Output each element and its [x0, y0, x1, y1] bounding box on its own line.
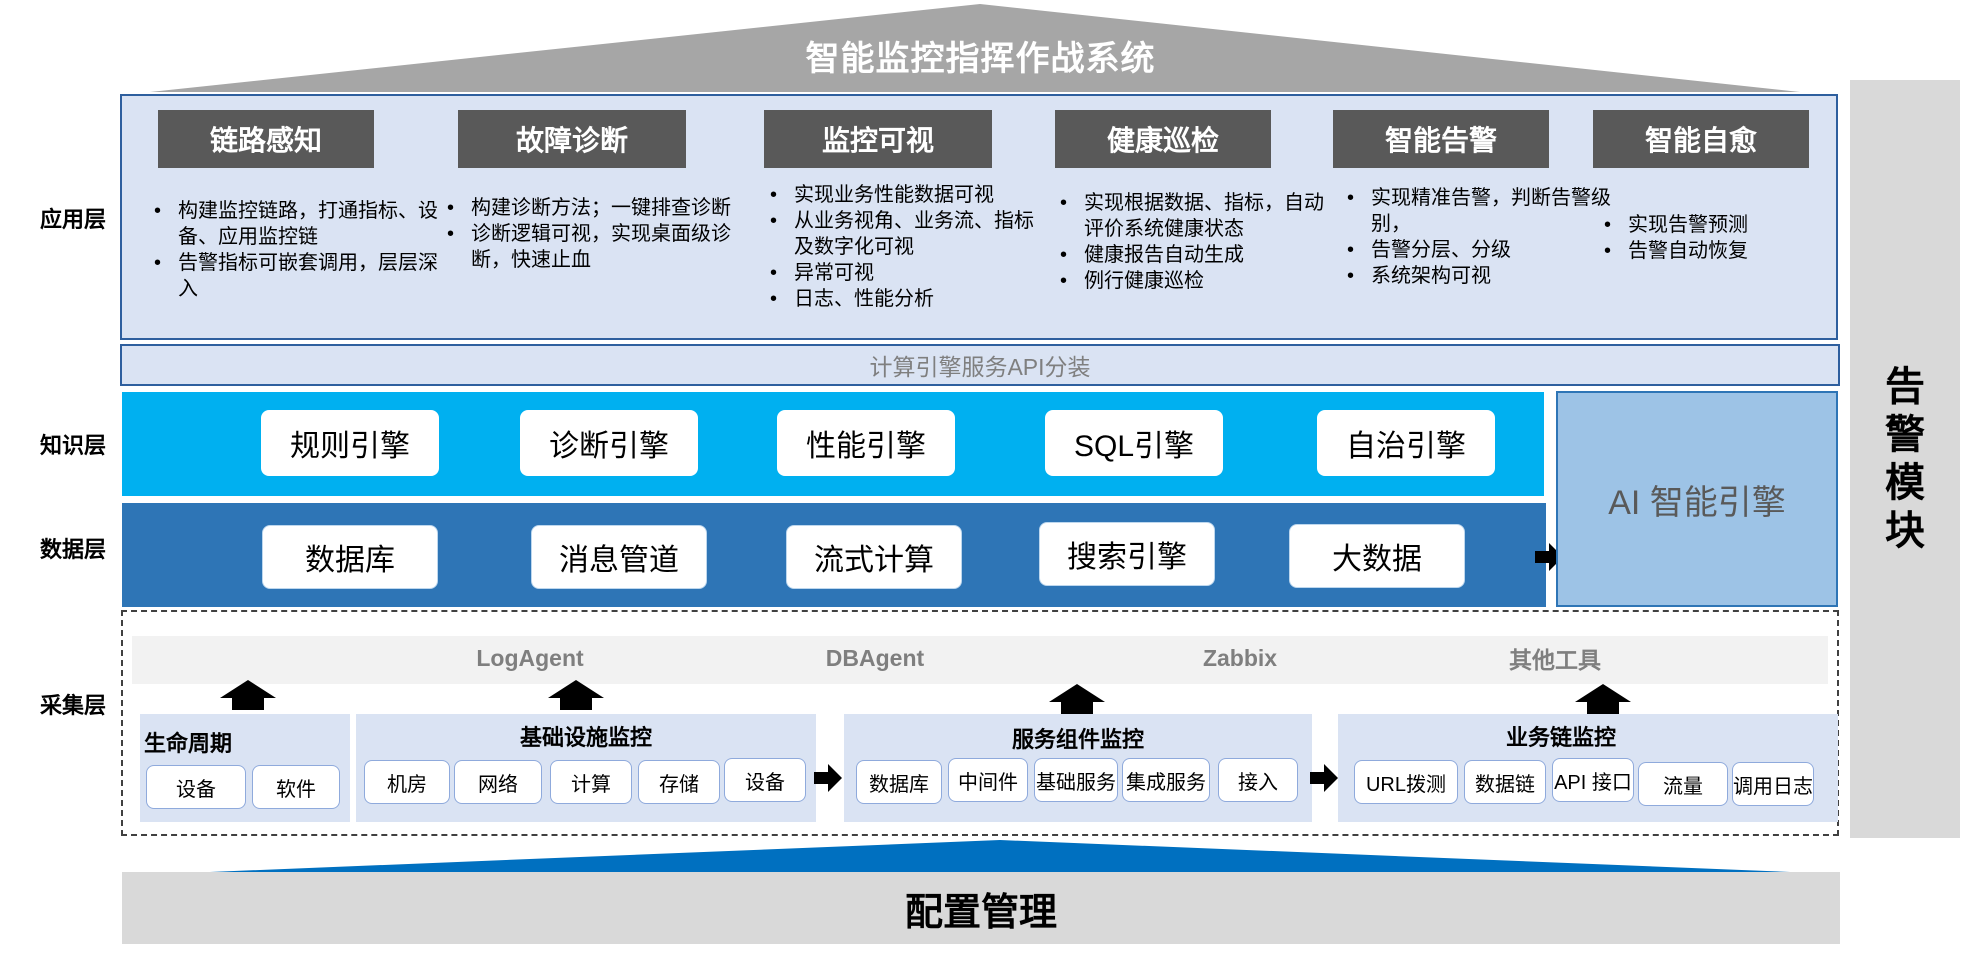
data-database: 数据库 — [262, 525, 438, 589]
engine-autonomous: 自治引擎 — [1317, 410, 1495, 476]
chip-machine-room: 机房 — [364, 760, 450, 804]
data-big-data: 大数据 — [1289, 524, 1465, 588]
right-arrow-icon — [814, 764, 842, 792]
module-title-monitor-visual: 监控可视 — [764, 110, 992, 168]
roof-banner — [150, 4, 1800, 92]
module-point: 实现精准告警，判断告警级别， — [1347, 185, 1621, 237]
chip-call-log: 调用日志 — [1732, 762, 1814, 806]
module-point: 例行健康巡检 — [1060, 268, 1334, 294]
engine-performance: 性能引擎 — [777, 410, 955, 476]
chip-access: 接入 — [1218, 758, 1298, 802]
data-stream-compute: 流式计算 — [786, 525, 962, 589]
layer-label-data: 数据层 — [39, 537, 106, 562]
chip-integration-service: 集成服务 — [1122, 758, 1210, 802]
right-arrow-icon — [1310, 764, 1338, 792]
module-point: 诊断逻辑可视，实现桌面级诊断，快速止血 — [447, 221, 741, 273]
module-point: 健康报告自动生成 — [1060, 242, 1334, 268]
chip-traffic: 流量 — [1638, 762, 1728, 806]
module-points-smart-alarm: 实现精准告警，判断告警级别， 告警分层、分级 系统架构可视 — [1341, 185, 1621, 289]
module-points-health-check: 实现根据数据、指标，自动评价系统健康状态 健康报告自动生成 例行健康巡检 — [1054, 190, 1334, 294]
chip-api-interface: API 接口 — [1552, 758, 1634, 802]
group-title-lifecycle: 生命周期 — [144, 731, 233, 756]
chip-software: 软件 — [252, 765, 340, 809]
agent-bar — [132, 636, 1828, 684]
module-point: 异常可视 — [770, 260, 1044, 286]
module-point: 实现告警预测 — [1604, 212, 1848, 238]
chip-middleware: 中间件 — [948, 758, 1028, 802]
agent-logagent: LogAgent — [476, 644, 584, 671]
layer-label-knowledge: 知识层 — [39, 433, 106, 458]
config-wedge — [210, 840, 1790, 872]
system-title: 智能监控指挥作战系统 — [805, 39, 1156, 78]
agent-dbagent: DBAgent — [825, 644, 925, 671]
group-title-business-chain: 业务链监控 — [1505, 725, 1616, 750]
chip-device: 设备 — [724, 758, 806, 802]
config-management-bar: 配置管理 — [122, 872, 1840, 944]
module-title-link-perception: 链路感知 — [158, 110, 374, 168]
module-point: 告警自动恢复 — [1604, 238, 1848, 264]
module-points-fault-diagnosis: 构建诊断方法；一键排查诊断 诊断逻辑可视，实现桌面级诊断，快速止血 — [441, 195, 741, 273]
engine-sql: SQL引擎 — [1045, 410, 1223, 476]
module-point: 实现根据数据、指标，自动评价系统健康状态 — [1060, 190, 1334, 242]
chip-network: 网络 — [454, 760, 542, 804]
agent-other-tools: 其他工具 — [1509, 647, 1601, 673]
module-point: 构建诊断方法；一键排查诊断 — [447, 195, 741, 221]
module-points-link-perception: 构建监控链路，打通指标、设备、应用监控链 告警指标可嵌套调用，层层深入 — [148, 198, 448, 302]
module-points-monitor-visual: 实现业务性能数据可视 从业务视角、业务流、指标及数字化可视 异常可视 日志、性能… — [764, 182, 1044, 312]
module-point: 告警指标可嵌套调用，层层深入 — [154, 250, 448, 302]
up-arrow-icon — [220, 680, 276, 710]
api-bar: 计算引擎服务API分装 — [120, 344, 1840, 386]
agent-zabbix: Zabbix — [1202, 644, 1278, 671]
group-title-service-components: 服务组件监控 — [1011, 727, 1144, 752]
engine-diagnosis: 诊断引擎 — [520, 410, 698, 476]
chip-data-chain: 数据链 — [1464, 760, 1546, 804]
group-title-infrastructure: 基础设施监控 — [519, 725, 652, 750]
engine-rules: 规则引擎 — [261, 410, 439, 476]
ai-engine-box: AI 智能引擎 — [1556, 391, 1838, 607]
chip-basic-service: 基础服务 — [1034, 758, 1118, 802]
up-arrow-icon — [548, 680, 604, 710]
module-title-self-healing: 智能自愈 — [1593, 110, 1809, 168]
chip-database: 数据库 — [856, 760, 942, 804]
up-arrow-icon — [1575, 684, 1631, 714]
module-title-health-check: 健康巡检 — [1055, 110, 1271, 168]
chip-url-probe: URL拨测 — [1354, 760, 1458, 804]
layer-label-collect: 采集层 — [39, 693, 106, 718]
chip-compute: 计算 — [550, 760, 632, 804]
module-points-self-healing: 实现告警预测 告警自动恢复 — [1598, 212, 1848, 264]
up-arrow-icon — [1049, 684, 1105, 714]
alarm-module-panel: 告警模块 — [1850, 80, 1960, 838]
chip-device: 设备 — [146, 765, 246, 809]
module-point: 系统架构可视 — [1347, 263, 1621, 289]
module-point: 从业务视角、业务流、指标及数字化可视 — [770, 208, 1044, 260]
module-point: 告警分层、分级 — [1347, 237, 1621, 263]
module-title-smart-alarm: 智能告警 — [1333, 110, 1549, 168]
data-message-pipeline: 消息管道 — [531, 525, 707, 589]
chip-storage: 存储 — [638, 760, 720, 804]
module-point: 日志、性能分析 — [770, 286, 1044, 312]
collect-layer-panel — [121, 610, 1839, 836]
layer-label-application: 应用层 — [39, 207, 106, 232]
data-search-engine: 搜索引擎 — [1039, 522, 1215, 586]
module-point: 构建监控链路，打通指标、设备、应用监控链 — [154, 198, 448, 250]
alarm-module-label: 告警模块 — [1885, 365, 1925, 553]
module-title-fault-diagnosis: 故障诊断 — [458, 110, 686, 168]
module-point: 实现业务性能数据可视 — [770, 182, 1044, 208]
